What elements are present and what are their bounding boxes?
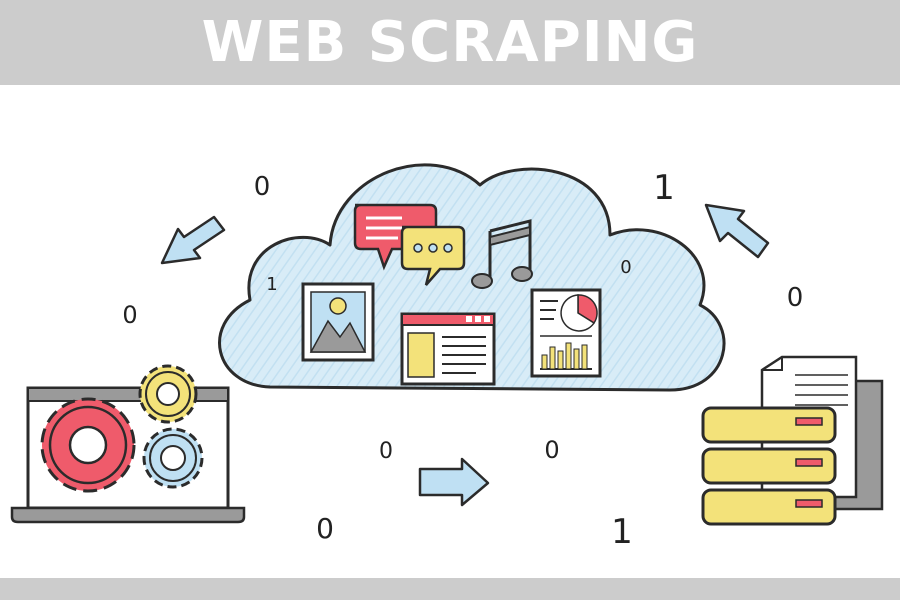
server-database-icon — [701, 406, 837, 526]
gear-icon — [40, 397, 136, 493]
report-document-icon — [530, 288, 602, 378]
binary-digit: 0 — [254, 172, 271, 202]
footer-strip — [0, 578, 900, 600]
binary-digit: 0 — [620, 257, 631, 278]
music-note-icon — [471, 219, 533, 289]
web-scraping-illustration: 0 1 1 0 0 0 0 0 0 1 — [10, 163, 884, 552]
arrow-icon — [704, 203, 770, 259]
binary-digit: 0 — [544, 436, 559, 464]
arrow-icon — [418, 457, 490, 507]
binary-digit: 0 — [787, 283, 804, 313]
red-chat-bubble-icon — [353, 203, 438, 271]
gear-icon — [138, 364, 198, 424]
gear-icon — [142, 427, 204, 489]
web-page-icon — [400, 312, 496, 386]
image-icon — [301, 282, 375, 362]
binary-digit: 1 — [611, 512, 633, 552]
page-title: WEB SCRAPING — [201, 9, 699, 75]
yellow-chat-bubble-icon — [400, 225, 466, 286]
binary-digit: 1 — [653, 168, 675, 208]
title-banner: WEB SCRAPING — [0, 0, 900, 85]
binary-digit: 0 — [379, 439, 393, 464]
arrow-icon — [160, 215, 226, 265]
binary-digit: 0 — [122, 301, 137, 329]
binary-digit: 0 — [316, 512, 334, 545]
binary-digit: 1 — [266, 274, 277, 295]
